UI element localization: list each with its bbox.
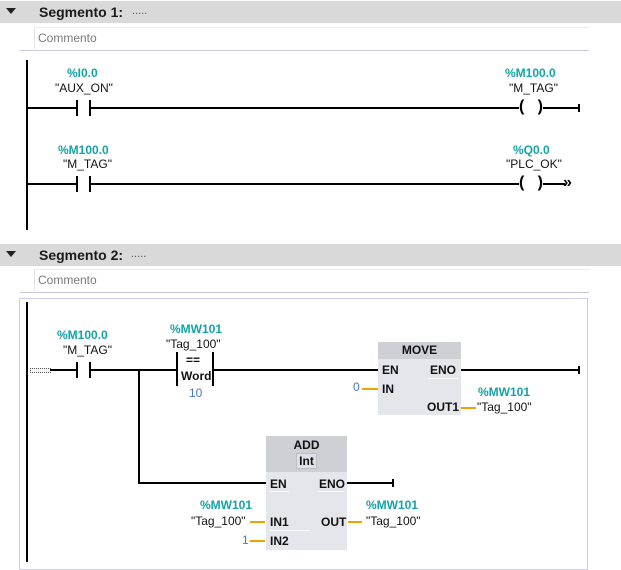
wire (543, 107, 579, 109)
wire (214, 369, 378, 371)
end-cap-icon (578, 366, 580, 374)
pin-in[interactable]: IN (382, 382, 394, 396)
segment-1-title: Segmento 1: (39, 4, 124, 20)
pin-divider (269, 491, 289, 492)
add-type[interactable]: Int (296, 453, 317, 469)
contact-no-right-icon[interactable] (89, 362, 91, 378)
pin-eno[interactable]: ENO (430, 363, 457, 377)
comment-placeholder: Commento (38, 31, 97, 45)
wire (461, 369, 579, 371)
wire (91, 107, 519, 109)
operand-wire (250, 540, 265, 542)
segment-1-header[interactable]: Segmento 1: ..... (0, 1, 621, 23)
add-in1-address[interactable]: %MW101 (200, 498, 253, 512)
pin-en[interactable]: EN (382, 363, 399, 377)
selection-marker[interactable] (30, 368, 51, 373)
contact-address[interactable]: %M100.0 (57, 328, 108, 342)
coil-symbol[interactable]: "M_TAG" (509, 81, 558, 95)
contact-no-left-icon[interactable] (76, 362, 78, 378)
segment-1-separator (20, 50, 589, 51)
add-out-symbol[interactable]: "Tag_100" (366, 514, 421, 528)
move-block[interactable]: MOVE EN ENO IN OUT1 (378, 342, 461, 415)
operand-wire (250, 521, 265, 523)
add-in2-value[interactable]: 1 (242, 533, 249, 547)
segment-2-dots: ..... (131, 248, 147, 260)
coil-address[interactable]: %Q0.0 (513, 143, 550, 157)
comment-placeholder: Commento (38, 273, 97, 287)
double-arrow-icon: » (563, 174, 572, 191)
wire (543, 183, 565, 185)
add-header: ADD Int (266, 436, 347, 472)
operand-wire (461, 407, 476, 409)
contact-symbol[interactable]: "AUX_ON" (55, 81, 113, 95)
compare-left-bar-icon (176, 352, 178, 386)
wire (50, 369, 76, 371)
wire (138, 482, 266, 484)
segment-2-title: Segmento 2: (39, 247, 124, 263)
compare-symbol[interactable]: "Tag_100" (166, 337, 221, 351)
wire (28, 107, 76, 109)
compare-contact[interactable]: == Word (176, 352, 214, 386)
segment-1-dots: ..... (132, 5, 148, 17)
add-block[interactable]: ADD Int EN ENO IN1 OUT IN2 (266, 436, 347, 550)
wire (347, 482, 393, 484)
pin-in1[interactable]: IN1 (270, 515, 289, 529)
coil-symbol[interactable]: "PLC_OK" (506, 157, 562, 171)
coil-icon[interactable]: ( ) (519, 174, 543, 191)
compare-value[interactable]: 10 (189, 386, 203, 400)
contact-no-right-icon[interactable] (89, 100, 91, 116)
coil-address[interactable]: %M100.0 (505, 66, 556, 80)
contact-symbol[interactable]: "M_TAG" (63, 343, 112, 357)
move-in-value[interactable]: 0 (353, 380, 360, 394)
pin-out1[interactable]: OUT1 (427, 400, 460, 414)
wire (28, 183, 76, 185)
contact-address[interactable]: %I0.0 (67, 66, 98, 80)
end-cap-icon (578, 104, 580, 112)
operand-wire (348, 521, 362, 523)
compare-address[interactable]: %MW101 (170, 322, 223, 336)
pin-en[interactable]: EN (270, 477, 287, 491)
contact-address[interactable]: %M100.0 (58, 143, 109, 157)
compare-operator: == (186, 353, 201, 367)
add-out-address[interactable]: %MW101 (366, 498, 419, 512)
pin-in2[interactable]: IN2 (270, 534, 289, 548)
move-out-address[interactable]: %MW101 (478, 385, 531, 399)
segment-1-comment-field[interactable]: Commento (34, 27, 590, 49)
operand-wire (362, 388, 378, 390)
segment-2-separator (20, 292, 589, 293)
contact-no-right-icon[interactable] (89, 176, 91, 192)
contact-no-left-icon[interactable] (76, 176, 78, 192)
power-rail-left (26, 302, 28, 562)
pin-eno[interactable]: ENO (319, 477, 346, 491)
branch-wire (138, 369, 140, 484)
add-in1-symbol[interactable]: "Tag_100" (191, 514, 246, 528)
segment-2-comment-field[interactable]: Commento (34, 269, 590, 291)
pin-divider (318, 491, 344, 492)
collapse-triangle-icon[interactable] (6, 251, 16, 257)
add-title: ADD (293, 438, 320, 452)
pin-out[interactable]: OUT (321, 515, 347, 529)
compare-type[interactable]: Word (181, 369, 212, 383)
wire (91, 369, 176, 371)
pin-divider (428, 378, 458, 379)
move-out-symbol[interactable]: "Tag_100" (477, 400, 532, 414)
coil-icon[interactable]: ( ) (519, 98, 543, 115)
compare-right-bar-icon (212, 352, 214, 386)
collapse-triangle-icon[interactable] (6, 8, 16, 14)
pin-divider (269, 530, 309, 531)
contact-no-left-icon[interactable] (76, 100, 78, 116)
wire (91, 183, 519, 185)
move-title: MOVE (378, 342, 461, 359)
contact-symbol[interactable]: "M_TAG" (63, 157, 112, 171)
power-rail-left (26, 60, 28, 230)
end-cap-icon (392, 479, 394, 487)
segment-2-header[interactable]: Segmento 2: ..... (0, 244, 621, 266)
